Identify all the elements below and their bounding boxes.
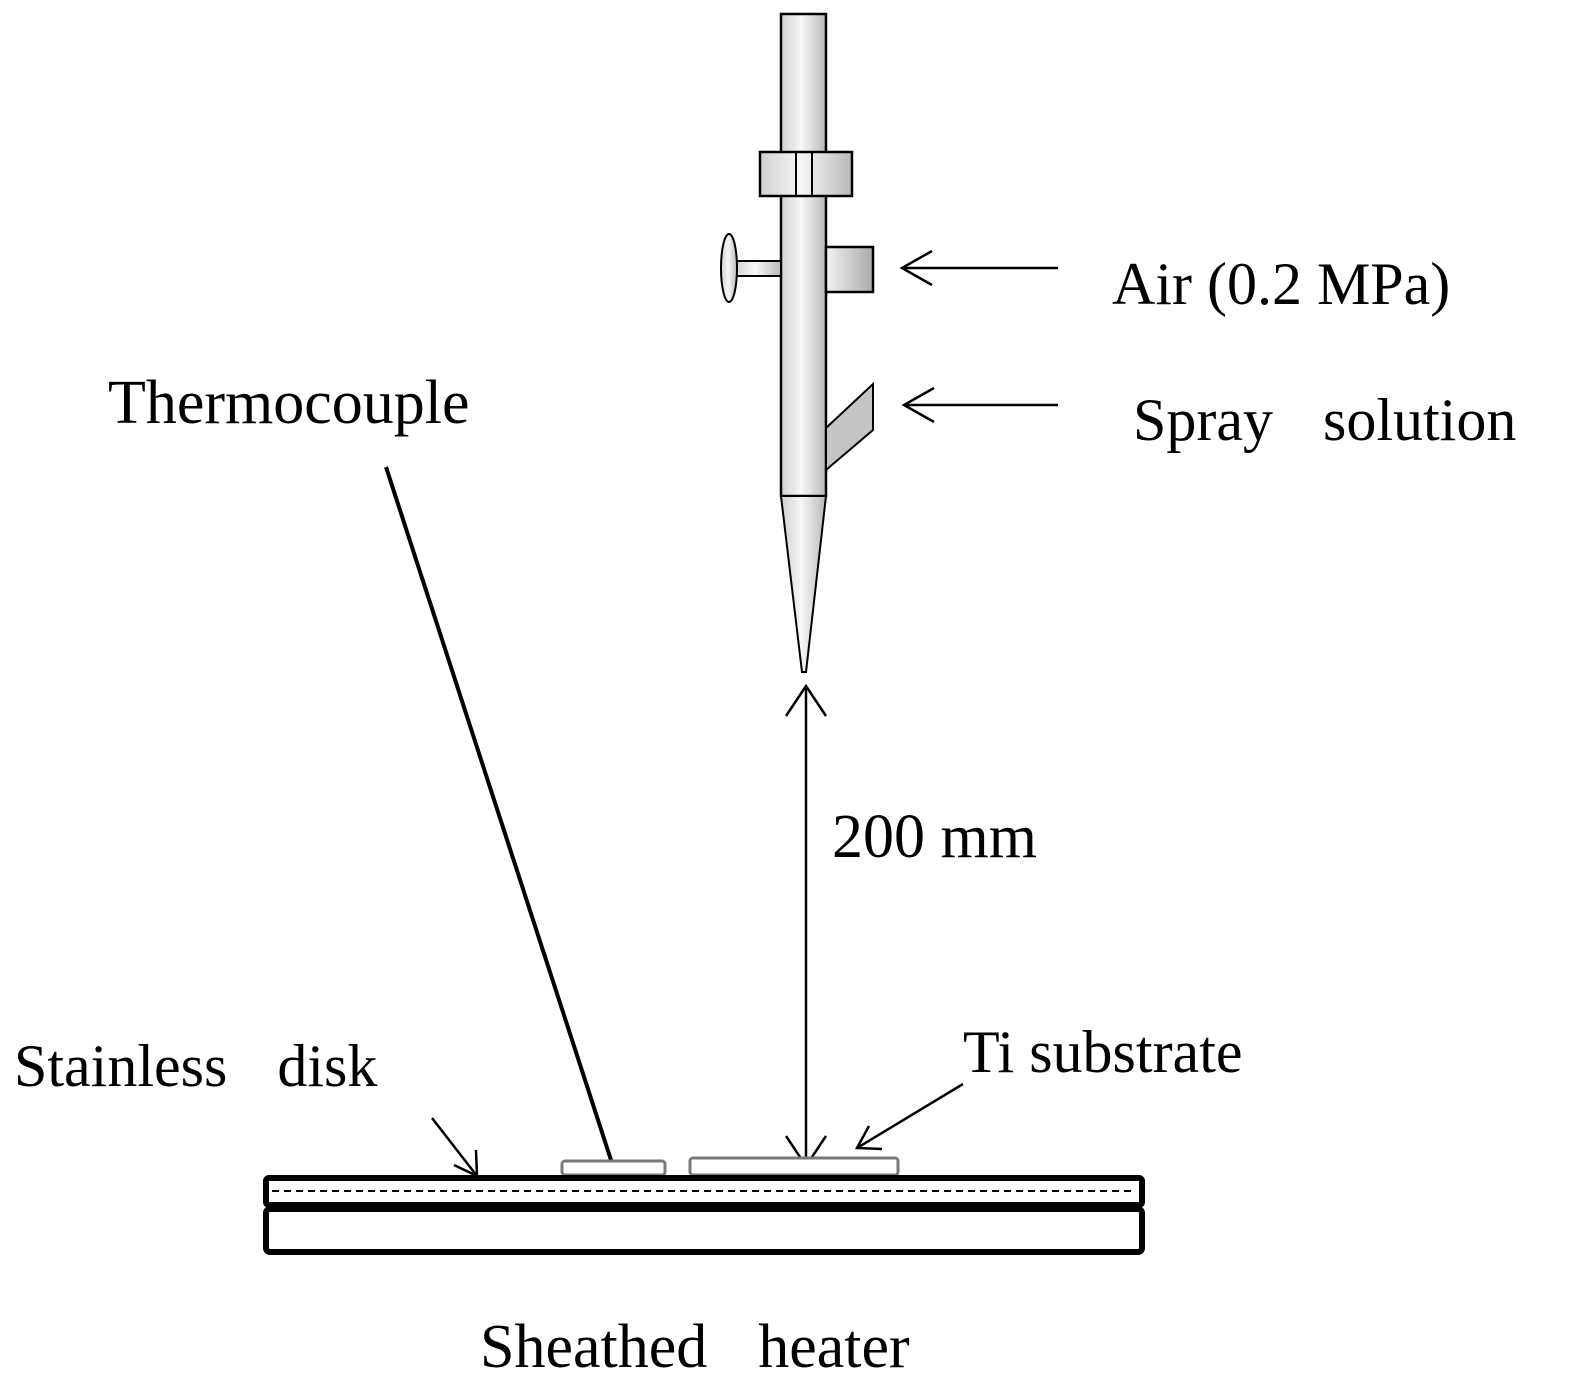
solution-inlet-port (825, 381, 874, 473)
sheathed-heater-label: Sheathed heater (480, 1313, 910, 1381)
stainless-disk (263, 1175, 1145, 1208)
air-label: Air (0.2 MPa) (1112, 251, 1451, 317)
spray-nozzle (720, 12, 875, 673)
ti-substrate-pointer (854, 1082, 964, 1151)
air-inlet-port (824, 245, 875, 294)
thermocouple-sample (560, 1159, 667, 1177)
adjustment-knob (720, 233, 782, 303)
stainless-disk-pointer (431, 1117, 479, 1179)
spray-solution-arrow (901, 386, 1058, 424)
ti-substrate (688, 1156, 900, 1177)
thermocouple-lead (384, 466, 613, 1161)
nozzle-tube (779, 12, 828, 498)
ti-substrate-label: Ti substrate (963, 1019, 1243, 1085)
spray-solution-label: Spray solution (1133, 387, 1517, 453)
nozzle-collar (758, 150, 854, 198)
stainless-disk-label: Stainless disk (14, 1033, 378, 1099)
air-inlet-arrow (899, 249, 1058, 287)
sheathed-heater (263, 1206, 1145, 1255)
distance-label: 200 mm (832, 803, 1037, 871)
nozzle-tip-cone (779, 495, 828, 673)
thermocouple-label: Thermocouple (108, 369, 470, 437)
distance-arrow (784, 683, 828, 1169)
